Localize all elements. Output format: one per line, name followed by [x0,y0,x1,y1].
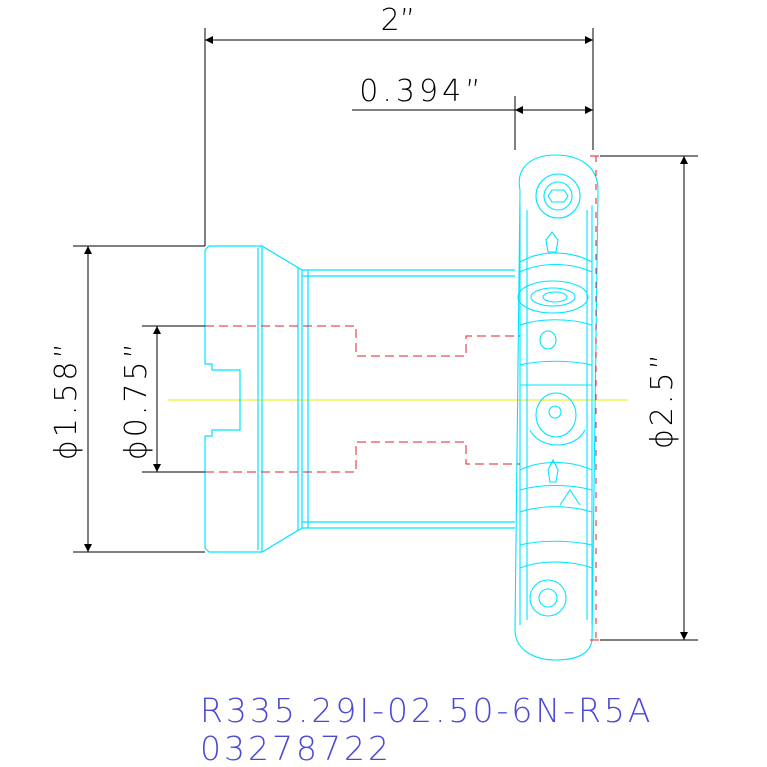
part-code: 03278722 [200,729,392,767]
dim-cutter-diameter-label: ϕ2.5” [645,351,680,449]
dim-shank-diameter-label: ϕ1.58” [49,340,84,460]
dim-flange-width-label: 0.394” [359,74,484,109]
part-designation: R335.29I-02.50-6N-R5A [200,691,654,730]
bottom-screw [529,579,567,617]
dim-flange-width [352,96,593,150]
tool-body [204,245,515,553]
dim-shank-diameter [73,246,205,553]
top-screw [535,173,581,219]
neck-outline [302,269,515,529]
dim-overall-length-label: 2” [381,3,416,38]
middle-screw [517,280,589,314]
hidden-lines [205,155,600,641]
dim-bore-diameter-label: ϕ0.75” [119,340,154,460]
dim-overall-length [73,28,594,247]
shank-outline [204,245,303,553]
dim-cutter-diameter [600,155,698,641]
cutter-flange [514,154,599,661]
dim-bore-diameter [142,325,205,473]
